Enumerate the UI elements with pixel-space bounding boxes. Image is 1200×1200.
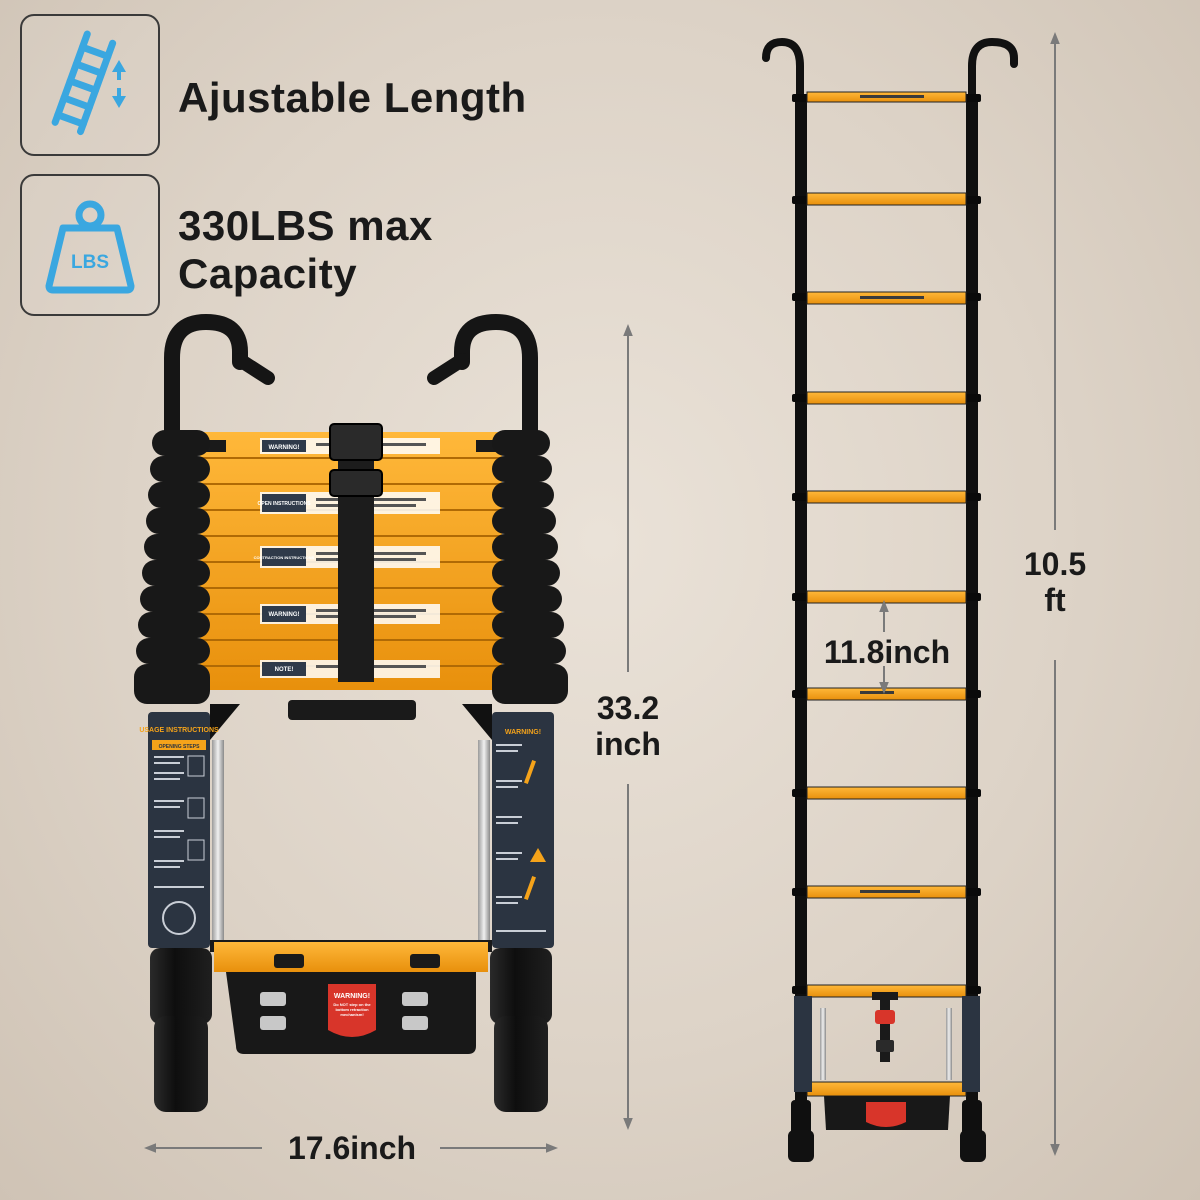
- bottom-step: [214, 942, 488, 972]
- closed-height-label: 33.2 inch: [580, 690, 676, 762]
- right-hook: [454, 313, 538, 440]
- extended-joints: [792, 94, 981, 994]
- left-hook: [164, 313, 248, 440]
- closed-height-value: 33.2: [596, 690, 660, 726]
- warning-badge: [328, 984, 376, 1037]
- weight-icon-label: LBS: [71, 252, 109, 273]
- closed-width-label: 17.6inch: [287, 1130, 417, 1166]
- extended-height-label: 10.5 ft: [1010, 546, 1100, 618]
- svg-text:OPEN INSTRUCTIONS: OPEN INSTRUCTIONS: [257, 501, 311, 507]
- extended-left-hook: [762, 37, 804, 104]
- svg-text:CONTRACTION INSTRUCTIONS: CONTRACTION INSTRUCTIONS: [254, 555, 315, 560]
- feature-capacity-line1: 330LBS max: [178, 202, 433, 249]
- svg-text:WARNING!: WARNING!: [269, 612, 300, 618]
- step-spacing-label: 11.8inch: [823, 634, 951, 670]
- right-instruction-panel: WARNING!: [492, 712, 554, 948]
- extended-rungs: [806, 91, 967, 1097]
- svg-text:WARNING!: WARNING!: [505, 729, 541, 736]
- closed-ladder: WARNING! OPEN INSTRUCTIONS CONTRACTION I…: [134, 313, 568, 1112]
- svg-text:USAGE INSTRUCTIONS: USAGE INSTRUCTIONS: [139, 727, 219, 734]
- svg-text:OPENING STEPS: OPENING STEPS: [159, 744, 201, 750]
- extended-height-unit: ft: [1044, 582, 1066, 618]
- extended-ladder: [762, 37, 1018, 1162]
- svg-text:WARNING!: WARNING!: [334, 993, 370, 1000]
- adjustable-length-icon-box: [20, 14, 160, 156]
- left-instruction-panel: USAGE INSTRUCTIONS OPENING STEPS: [139, 712, 219, 948]
- extended-height-value: 10.5: [1023, 546, 1087, 582]
- right-stacked-tubes: [492, 430, 568, 704]
- svg-text:NOTE!: NOTE!: [275, 667, 294, 673]
- handle: [288, 700, 416, 720]
- extended-right-hook: [968, 37, 1018, 104]
- carry-strap: [338, 424, 374, 682]
- capacity-icon-box: LBS: [20, 174, 160, 316]
- weight-lbs-icon: LBS: [45, 200, 135, 294]
- warning-badge-text: Do NOT step on the bottom retraction mec…: [333, 1002, 371, 1017]
- ladder-arrows-icon: [51, 30, 126, 136]
- svg-text:WARNING!: WARNING!: [269, 445, 300, 451]
- closed-height-unit: inch: [595, 726, 661, 762]
- left-stacked-tubes: [134, 430, 210, 704]
- feature-capacity-line2: Capacity: [178, 250, 358, 297]
- feature-adjustable-length: Ajustable Length: [178, 74, 527, 121]
